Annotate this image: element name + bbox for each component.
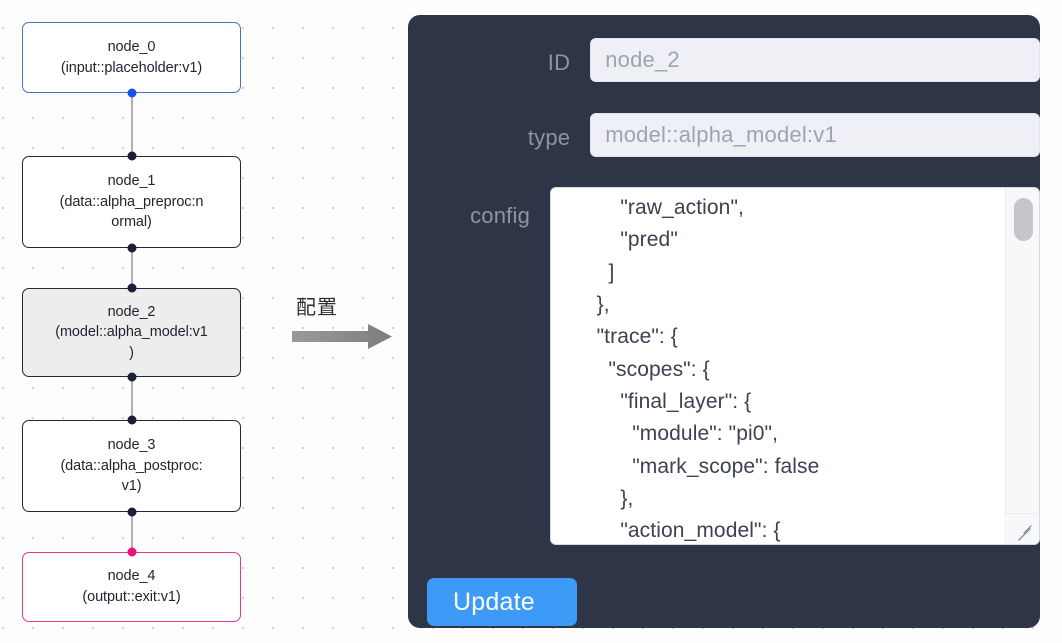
- graph-node-label: node_4 (output::exit:v1): [82, 568, 181, 605]
- right-arrow-icon: [292, 324, 392, 349]
- field-row-type: type: [408, 113, 1040, 157]
- config-annotation: 配置: [292, 297, 402, 357]
- type-field-label: type: [527, 125, 571, 150]
- node-port-node_3-in[interactable]: [127, 415, 137, 425]
- graph-node-label: node_2 (model::alpha_model:v1 ): [55, 303, 208, 361]
- graph-node-node_4[interactable]: node_4 (output::exit:v1): [22, 552, 241, 622]
- graph-node-node_0[interactable]: node_0 (input::placeholder:v1): [22, 22, 241, 93]
- id-field-label: ID: [547, 50, 571, 75]
- field-row-config: config: [408, 187, 1040, 545]
- node-port-node_3-out[interactable]: [127, 507, 137, 517]
- config-arrow-label: 配置: [296, 295, 338, 319]
- config-editor-wrapper: [550, 187, 1040, 545]
- config-scrollbar[interactable]: [1005, 188, 1039, 544]
- node-port-node_4-in[interactable]: [127, 547, 137, 557]
- config-field-label: config: [470, 203, 530, 228]
- type-input[interactable]: [590, 113, 1040, 157]
- node-port-node_2-out[interactable]: [127, 372, 137, 382]
- node-port-node_2-in[interactable]: [127, 283, 137, 293]
- node-port-node_1-out[interactable]: [127, 243, 137, 253]
- update-button[interactable]: Update: [427, 578, 577, 626]
- graph-node-node_3[interactable]: node_3 (data::alpha_postproc: v1): [22, 420, 241, 512]
- graph-node-label: node_3 (data::alpha_postproc: v1): [60, 437, 203, 495]
- graph-node-label: node_1 (data::alpha_preproc:n ormal): [59, 173, 204, 231]
- node-port-node_0-out[interactable]: [127, 88, 137, 98]
- field-row-id: ID: [408, 38, 1040, 82]
- node-port-node_1-in[interactable]: [127, 151, 137, 161]
- resize-handle-icon[interactable]: [1004, 513, 1038, 543]
- graph-node-node_1[interactable]: node_1 (data::alpha_preproc:n ormal): [22, 156, 241, 248]
- node-properties-panel: ID type config Update: [408, 15, 1040, 628]
- config-textarea[interactable]: [550, 187, 1040, 545]
- id-input[interactable]: [590, 38, 1040, 82]
- graph-node-node_2[interactable]: node_2 (model::alpha_model:v1 ): [22, 288, 241, 377]
- config-scrollbar-thumb[interactable]: [1014, 198, 1033, 241]
- flow-canvas[interactable]: node_0 (input::placeholder:v1) node_1 (d…: [0, 0, 410, 643]
- graph-node-label: node_0 (input::placeholder:v1): [60, 38, 203, 76]
